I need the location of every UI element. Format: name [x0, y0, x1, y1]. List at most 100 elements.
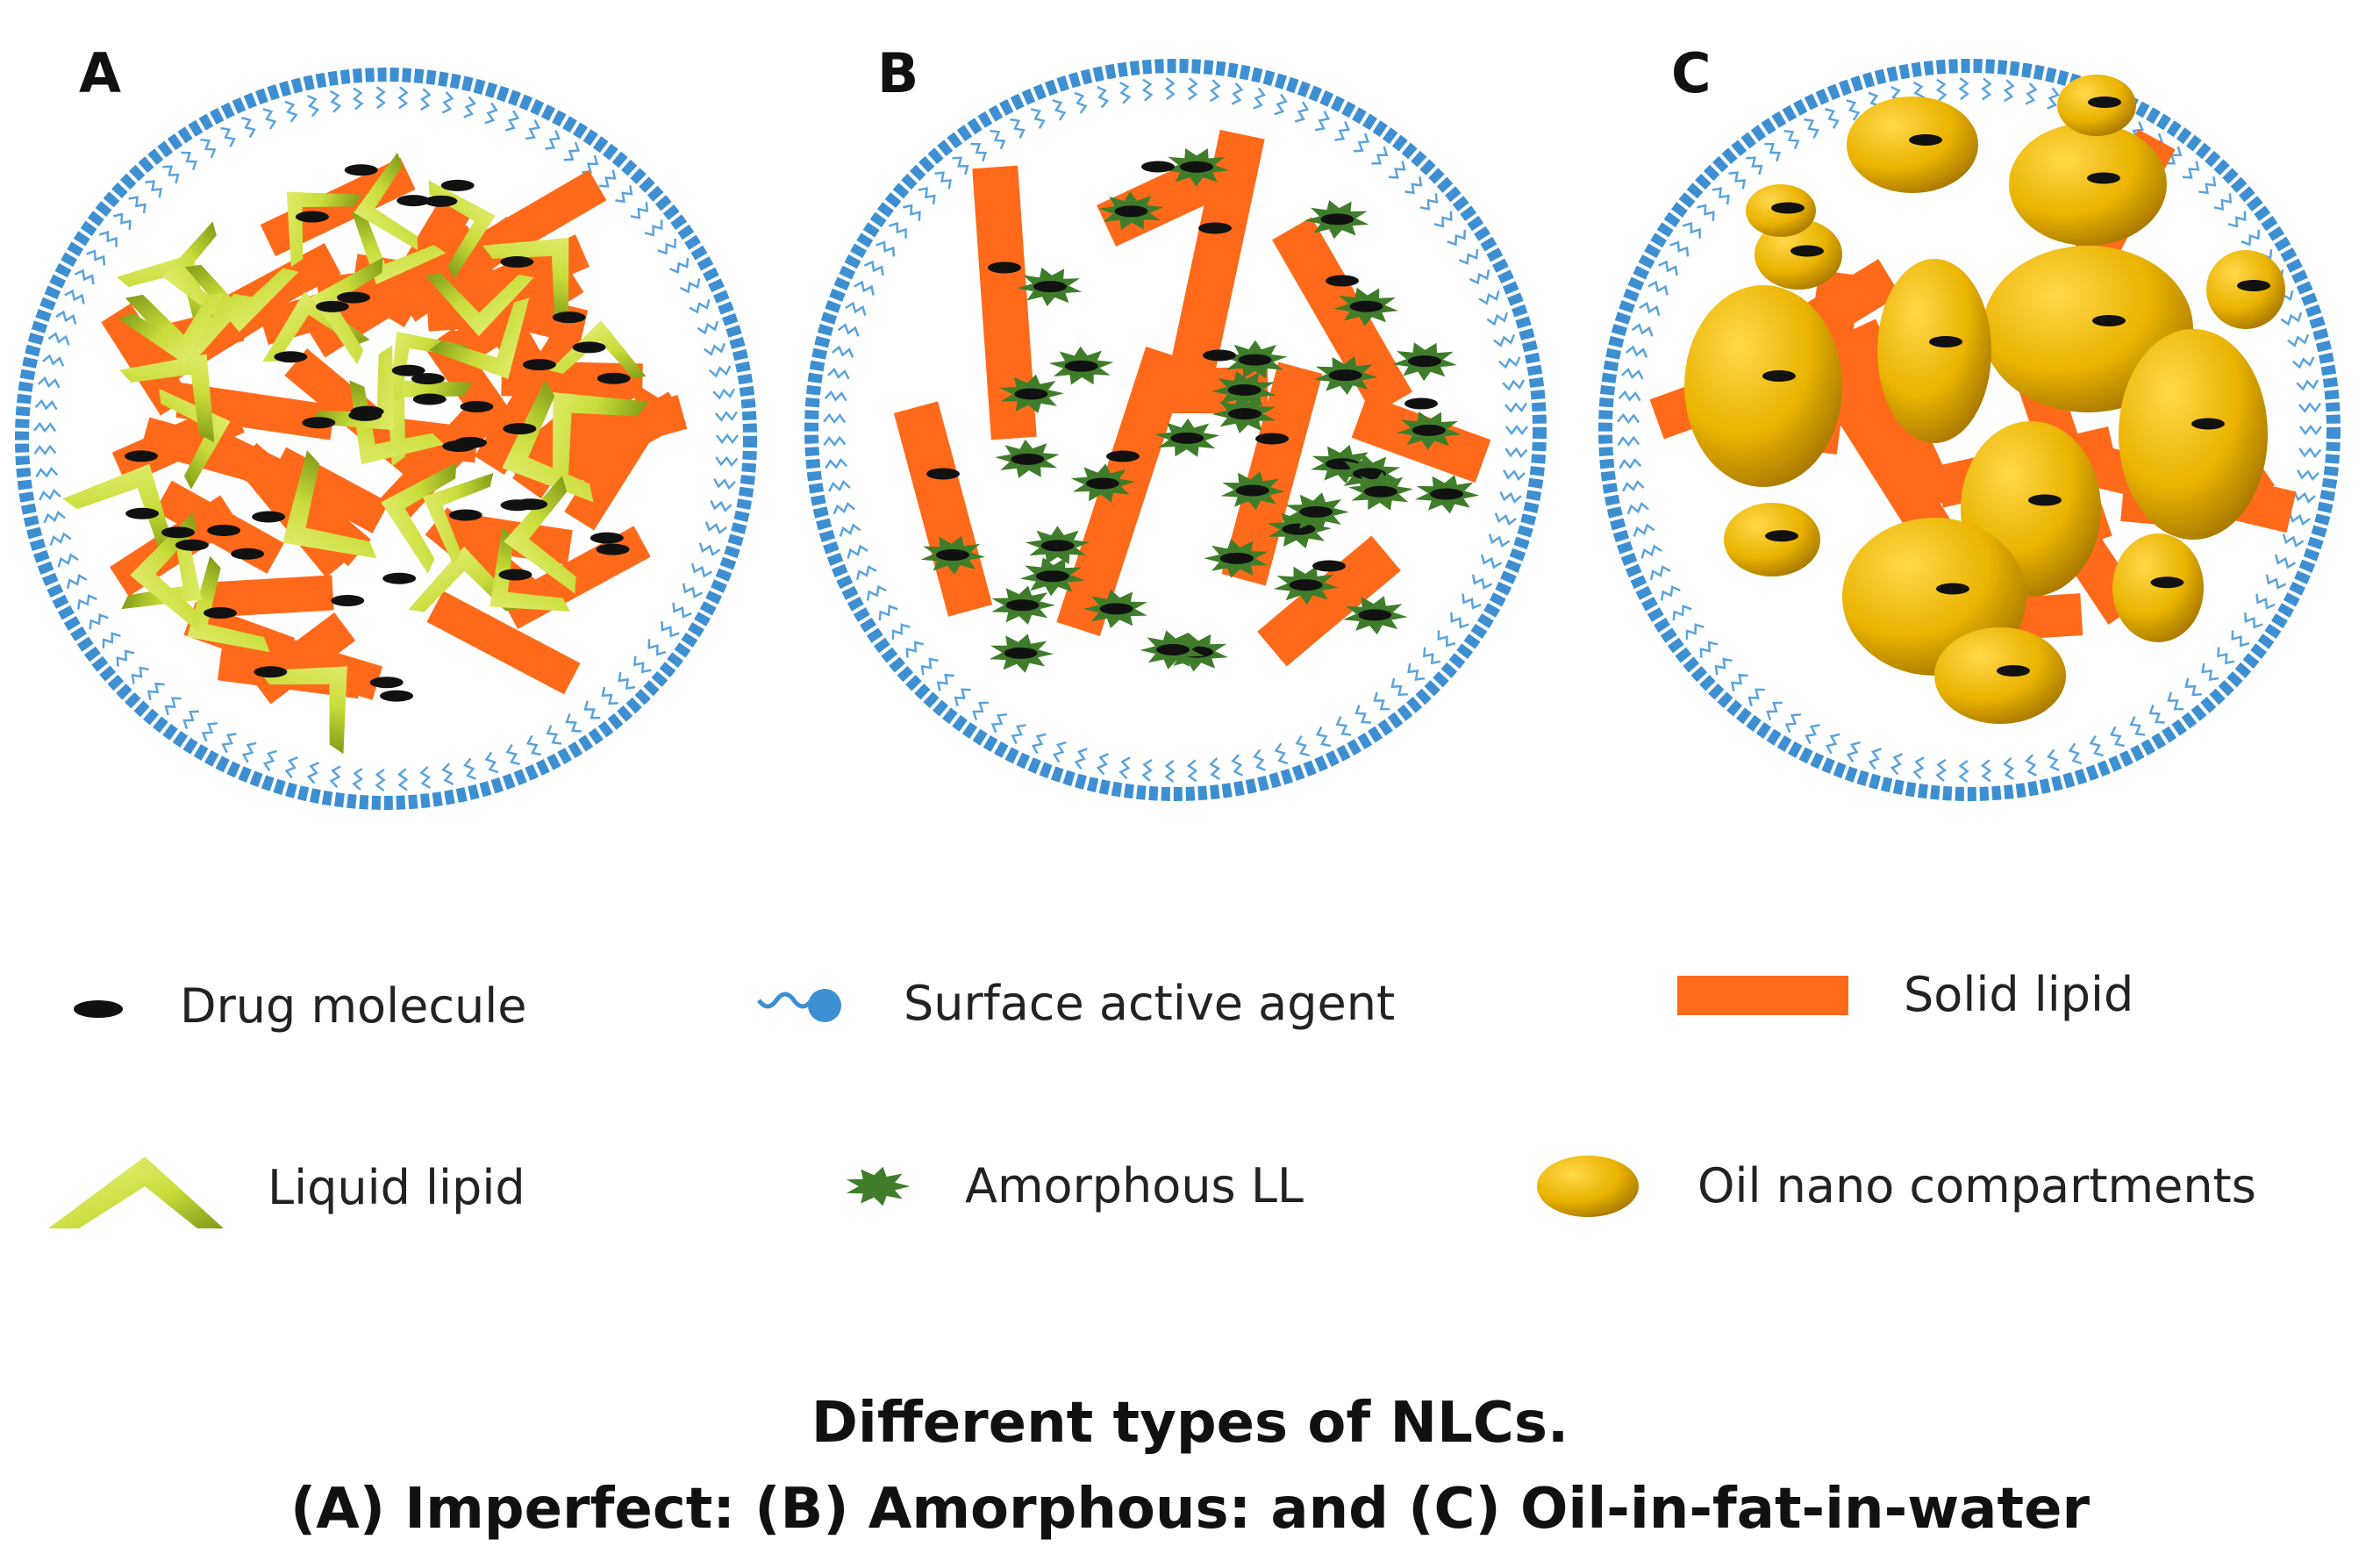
drug-molecule — [1011, 453, 1045, 465]
membrane-ring — [804, 59, 1547, 801]
drug-molecule — [315, 300, 349, 312]
drug-molecule — [231, 548, 265, 560]
panel-label-a: A — [79, 41, 121, 105]
drug-molecule — [1771, 202, 1805, 214]
drug-molecule — [1255, 433, 1289, 445]
solid-lipid-bar — [893, 401, 993, 617]
liquid-lipid-shape — [504, 476, 576, 594]
drug-molecule — [1141, 161, 1175, 173]
liquid-lipid-shape — [262, 291, 370, 362]
liquid-lipid-shape — [187, 555, 270, 653]
solid-lipid-bar — [269, 447, 390, 533]
drug-molecule — [460, 400, 494, 412]
solid-lipid-bar — [175, 383, 336, 440]
legend-item-drug-molecule: Drug molecule — [74, 978, 526, 1034]
legend-label-liquid-lipid: Liquid lipid — [268, 1160, 525, 1215]
drug-molecule — [1762, 370, 1796, 382]
oil-nano-compartment — [1847, 97, 1978, 193]
amorphous-ll-icon — [846, 1166, 911, 1206]
drug-molecule — [397, 195, 431, 207]
liquid-lipid-shape — [428, 180, 496, 279]
drug-molecule — [203, 607, 237, 619]
drug-molecule — [448, 509, 482, 521]
legend: Drug molecule Surface active agent Solid… — [48, 967, 2256, 1228]
drug-molecule — [302, 417, 336, 429]
solid-lipid-icon — [1677, 976, 1848, 1015]
drug-molecule — [207, 524, 241, 536]
drug-molecule — [254, 666, 288, 678]
legend-item-liquid-lipid: Liquid lipid — [48, 1156, 525, 1228]
panel-b-amorphous — [804, 59, 1547, 801]
drug-molecule — [500, 256, 534, 268]
drug-molecule — [2088, 97, 2121, 108]
drug-molecule — [348, 409, 382, 421]
legend-item-amorphous-ll: Amorphous LL — [846, 1158, 1304, 1214]
drug-molecule — [1085, 477, 1119, 490]
drug-molecule — [552, 311, 586, 324]
drug-molecule — [1765, 530, 1798, 542]
drug-molecule — [1936, 583, 1969, 595]
drug-molecule — [344, 164, 378, 176]
drug-molecule — [926, 468, 960, 480]
drug-molecule — [2028, 494, 2062, 506]
legend-label-solid-lipid: Solid lipid — [1904, 967, 2133, 1022]
drug-molecule — [1114, 205, 1148, 218]
drug-molecule — [1033, 281, 1068, 293]
liquid-lipid-shape — [422, 472, 494, 565]
liquid-lipid-shape — [282, 450, 377, 559]
surfactant-tails — [33, 86, 739, 791]
drug-molecule — [1040, 540, 1075, 552]
drug-molecule — [1282, 523, 1316, 535]
drug-molecule — [382, 572, 417, 584]
drug-molecule — [1909, 134, 1942, 146]
oil-nano-compartment — [2119, 329, 2268, 540]
caption-title: Different types of NLCs. — [811, 1391, 1569, 1456]
drug-molecule — [1412, 424, 1446, 436]
drug-molecule — [391, 364, 425, 376]
drug-molecule — [1289, 579, 1323, 591]
liquid-lipid-shape — [549, 320, 647, 378]
drug-molecule-icon — [74, 1000, 123, 1018]
panel-label-c: C — [1671, 41, 1712, 105]
drug-molecule — [424, 195, 458, 207]
drug-molecule — [1997, 665, 2030, 677]
liquid-lipid-shape — [502, 380, 594, 503]
drug-molecule — [1227, 384, 1261, 397]
drug-molecule — [1155, 643, 1190, 655]
drug-molecule — [1099, 603, 1133, 615]
drug-molecule — [1170, 432, 1204, 444]
legend-label-oil-nano-compartments: Oil nano compartments — [1697, 1158, 2256, 1214]
drug-molecule — [1064, 360, 1098, 372]
drug-molecule — [1328, 369, 1362, 382]
drug-molecule — [1238, 354, 1272, 366]
membrane-ring — [15, 68, 757, 810]
drug-molecule — [572, 341, 606, 354]
drug-molecule — [454, 437, 488, 449]
solid-lipid-bar — [1165, 129, 1265, 397]
solid-lipid-bar — [206, 575, 334, 618]
liquid-lipid-shape — [429, 297, 530, 380]
drug-molecule — [380, 690, 414, 702]
drug-molecule — [1219, 552, 1254, 564]
solid-lipid-bar — [972, 165, 1037, 440]
drug-molecule — [1429, 488, 1463, 500]
drug-molecule — [337, 291, 371, 304]
drug-molecule — [1363, 485, 1397, 498]
legend-label-amorphous-ll: Amorphous LL — [965, 1158, 1304, 1214]
drug-molecule — [1320, 213, 1354, 226]
drug-molecule — [125, 507, 160, 519]
drug-molecule — [1035, 570, 1069, 583]
liquid-lipid-shape — [117, 253, 210, 332]
liquid-lipid-icon — [48, 1156, 224, 1228]
liquid-lipid-shape — [119, 354, 215, 443]
drug-molecule — [1005, 599, 1040, 612]
drug-molecule — [369, 677, 404, 689]
drug-molecule — [412, 393, 447, 405]
oil-nano-compartment — [1877, 259, 1991, 443]
drug-molecule — [161, 526, 195, 539]
surfactant-icon — [756, 989, 841, 1022]
solid-lipid-bar — [1221, 362, 1323, 586]
oil-nano-compartment — [1684, 285, 1842, 487]
oil-nano-compartment — [2112, 533, 2204, 642]
drug-molecule — [1326, 275, 1359, 287]
